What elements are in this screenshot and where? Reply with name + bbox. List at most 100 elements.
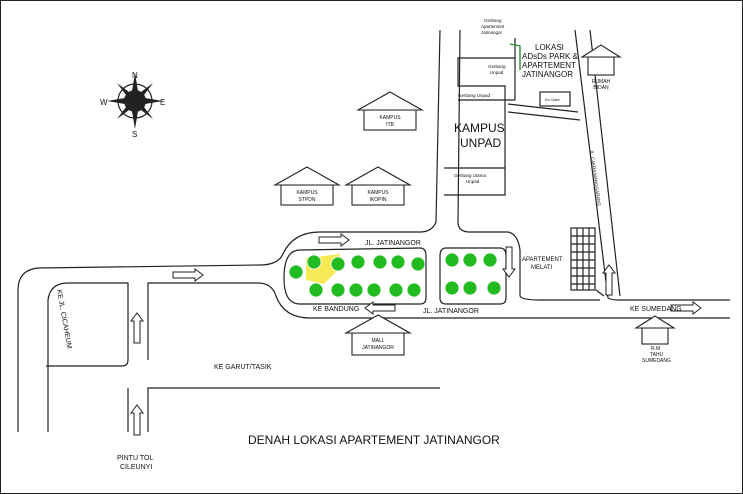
kampus-stpdn-label-1: KAMPUS bbox=[296, 190, 318, 196]
label-kn-gate: Kn Gate bbox=[545, 97, 560, 102]
arrow-jl-top-icon bbox=[318, 233, 350, 247]
tree-12 bbox=[388, 282, 404, 298]
label-gerbang-apartemen-1: Gerbang bbox=[484, 18, 502, 23]
compass-north: N bbox=[132, 71, 138, 80]
arrow-pintu-tol-icon bbox=[130, 404, 144, 436]
tree-4 bbox=[350, 254, 366, 270]
label-tahu-1: R.M bbox=[651, 346, 660, 352]
rm-tahu-sumedang-building bbox=[634, 315, 676, 345]
kn-gate-box bbox=[539, 91, 571, 107]
label-jl-jatinangor-bottom: JL. JATINANGOR bbox=[423, 308, 479, 315]
label-gerbang-unpad-top-2: Unpad bbox=[490, 70, 504, 75]
arrow-ke-sumedang-icon bbox=[670, 301, 702, 315]
campus-road-c bbox=[507, 103, 579, 113]
arrow-ke-bandung-icon bbox=[364, 301, 396, 315]
label-unpad: UNPAD bbox=[460, 136, 501, 150]
kampus-ikopin-roof bbox=[343, 166, 413, 186]
tree-14 bbox=[444, 252, 460, 268]
label-gerbang-apartemen-3: Jatinangor bbox=[481, 30, 503, 35]
rumah-bidan-roof bbox=[580, 44, 622, 58]
tree-5 bbox=[372, 254, 388, 270]
island-right bbox=[439, 247, 507, 305]
label-tahu-2: TAHU bbox=[650, 352, 664, 358]
kampus-itb-label-2: ITB bbox=[386, 122, 394, 128]
label-ke-sumedang: KE SUMEDANG bbox=[630, 306, 682, 313]
kampus-stpdn-roof bbox=[272, 166, 342, 186]
arrow-melati-icon bbox=[502, 246, 516, 278]
tree-1 bbox=[288, 264, 304, 280]
label-gerbang-unpad-mid: Gerbang Unpad bbox=[458, 93, 491, 98]
kampus-ikopin-label-1: KAMPUS bbox=[367, 190, 389, 196]
map-title: DENAH LOKASI APARTEMENT JATINANGOR bbox=[248, 433, 500, 447]
arrow-up-left-icon bbox=[130, 312, 144, 344]
mall-jatinangor-label-1: MALL bbox=[371, 338, 384, 344]
label-jl-jatinangor-top: JL. JATINANGOR bbox=[365, 240, 421, 247]
campus-block bbox=[444, 57, 515, 196]
compass-rose: N S E W bbox=[100, 71, 165, 139]
tree-6 bbox=[390, 254, 406, 270]
label-ke-cicaheum: KE JL. CICAHEUM bbox=[55, 289, 72, 349]
tree-19 bbox=[486, 280, 502, 296]
rm-tahu-sumedang-roof bbox=[634, 315, 676, 329]
compass-east: E bbox=[160, 98, 165, 107]
label-pintu-tol-1: PINTU TOL bbox=[117, 455, 153, 462]
compass-south: S bbox=[132, 130, 137, 139]
label-apartemen-2: MELATI bbox=[531, 265, 553, 271]
rumah-bidan-label-2: BIDAN bbox=[593, 85, 609, 91]
road-main-top-2 bbox=[457, 29, 560, 301]
tree-3 bbox=[330, 256, 346, 272]
label-pintu-tol-2: CILEUNYI bbox=[120, 464, 152, 471]
rm-tahu-sumedang-body bbox=[641, 327, 669, 345]
campus-road-b bbox=[507, 111, 581, 121]
label-apartemen-1: APARTEMENT bbox=[522, 257, 563, 263]
road-garut bbox=[147, 387, 440, 432]
label-ke-garut: KE GARUT/TASIK bbox=[214, 364, 272, 371]
road-bottom-right bbox=[595, 289, 605, 297]
trees-group bbox=[288, 252, 502, 298]
label-gerbang-unpad-top-1: Gerbang bbox=[488, 64, 506, 69]
label-gerbang-utama-2: Unpad bbox=[466, 179, 480, 184]
tree-9 bbox=[330, 282, 346, 298]
label-lokasi-1: LOKASI bbox=[535, 43, 564, 52]
tree-2 bbox=[306, 254, 322, 270]
label-gerbang-utama-1: Gerbang Utama bbox=[454, 173, 487, 178]
lokasi-pointer bbox=[509, 43, 521, 70]
arrow-right-road-icon bbox=[602, 264, 616, 296]
arrow-to-east-icon bbox=[172, 268, 204, 282]
tree-17 bbox=[444, 280, 460, 296]
tree-7 bbox=[410, 256, 426, 272]
label-lokasi-3: APARTEMENT bbox=[522, 61, 576, 70]
tree-15 bbox=[462, 252, 478, 268]
label-ke-bandung: KE BANDUNG bbox=[313, 306, 359, 313]
label-lokasi-2: ADsDs PARK & bbox=[522, 52, 579, 61]
apartemen-grid bbox=[571, 228, 595, 290]
rumah-bidan-label-1: RUMAH bbox=[592, 79, 611, 85]
kampus-ikopin-label-2: IKOPIN bbox=[370, 197, 387, 203]
mall-jatinangor-body bbox=[351, 332, 405, 356]
tree-11 bbox=[366, 282, 382, 298]
label-tahu-3: SUMEDANG bbox=[642, 358, 671, 364]
mall-jatinangor-label-2: JATINANGOR bbox=[362, 345, 394, 351]
tree-13 bbox=[406, 282, 422, 298]
kampus-itb-label-1: KAMPUS bbox=[379, 115, 401, 121]
tree-8 bbox=[308, 282, 324, 298]
road-main-top bbox=[281, 29, 441, 257]
mall-jatinangor-roof bbox=[343, 314, 413, 334]
kampus-itb-roof bbox=[355, 91, 425, 111]
kampus-stpdn-label-2: STPDN bbox=[299, 197, 316, 203]
rumah-bidan-body bbox=[587, 56, 615, 76]
tree-18 bbox=[462, 280, 478, 296]
label-kampus: KAMPUS bbox=[454, 121, 505, 135]
tree-10 bbox=[348, 282, 364, 298]
road-cicaheum-inner bbox=[46, 282, 129, 432]
road-garut-top bbox=[147, 282, 610, 360]
island-left bbox=[283, 247, 427, 305]
label-lokasi-4: JATINANGOR bbox=[522, 70, 573, 79]
compass-west: W bbox=[100, 98, 108, 107]
